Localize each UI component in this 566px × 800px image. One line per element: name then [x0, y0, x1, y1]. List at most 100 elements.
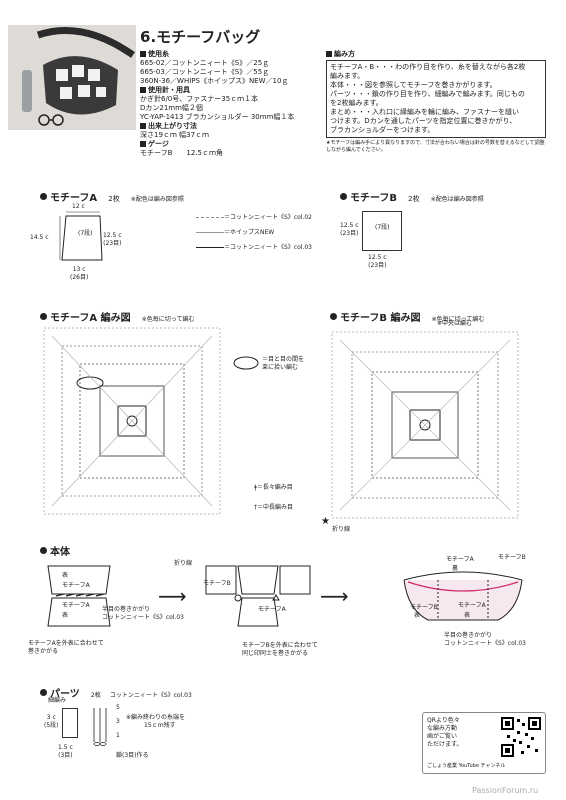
parts-header: パーツ 2枚 コットンニィート《S》col.03 [40, 682, 192, 701]
tools-heading: 使用針・用具 [148, 86, 190, 94]
parts-edge: 細編み [48, 697, 67, 704]
motif-b-shape [362, 211, 402, 251]
pattern-number: 6 [140, 28, 151, 46]
motif-a-heading: モチーフA [50, 193, 98, 204]
long-stitch-note: ǂ＝長々編み目 [254, 484, 293, 491]
method-heading: 編み方 [334, 50, 355, 58]
parts-shape [62, 708, 78, 738]
parts-count: 2枚 [90, 692, 101, 699]
legend-item: ＝コットンニィート《S》col.02 [196, 214, 312, 222]
parts-chain: 鎖(3目)作る [116, 752, 149, 759]
body-step3-diagram [403, 571, 523, 621]
bullet-icon [330, 313, 337, 320]
qr-channel: ごしょう産業 YouTube チャンネル [427, 763, 506, 769]
legend: ＝コットンニィート《S》col.02 ＝ホイップスNEW ＝コットンニィート《S… [196, 214, 312, 252]
motif-a-dim-top: 12 c [72, 203, 85, 210]
square-bullet-icon [140, 123, 146, 129]
parts-row-5: 5 [116, 704, 120, 711]
oval-note: ＝目と目の間を 束に拾い編む [262, 356, 305, 371]
motif-b-note: ※配色は編み図参照 [430, 196, 484, 203]
step2-motif-a: モチーフA [258, 606, 286, 613]
motif-a-note: ※配色は編み図参照 [130, 196, 184, 203]
legend-item: ＝コットンニィート《S》col.03 [196, 244, 312, 252]
motif-a-count: 2枚 [108, 195, 120, 203]
oval-symbol-icon [233, 356, 259, 370]
motif-a-dim-right: 12.5 c(23目) [103, 232, 122, 247]
motif-a-shape [59, 211, 103, 261]
arrow-right-icon: ⟶ [158, 584, 187, 608]
legend-item: ＝ホイップスNEW [196, 229, 312, 237]
method-line: を2枚編みます。 [330, 99, 383, 107]
step3-half-stitch: 半目の巻きかがり コットンニィート《S》col.03 [444, 632, 526, 647]
chart-b-diagram [331, 331, 519, 519]
chart-b-heading: モチーフB 編み図 [340, 313, 421, 324]
motif-a-center: (7段) [78, 230, 93, 237]
method-note: ★モチーフは編み手により異なりますので、寸法が合わない場合は針の号数を替えるなど… [326, 140, 545, 153]
arrow-right-icon: ⟶ [320, 584, 349, 608]
step3-front-left: 表 [414, 612, 421, 619]
line-swatch-icon [196, 232, 224, 233]
motif-a-dim-bottom: 13 c(26目) [70, 266, 89, 281]
body-step1-diagram [47, 565, 111, 627]
motif-b-center: (7段) [375, 224, 390, 231]
motif-b-dim-bottom: 12.5 c(23目) [368, 254, 387, 269]
chart-b-note-2: ※中央は編む [437, 320, 473, 327]
qr-block: QRより色々 な編み方動 画がご覧い ただけます。 ごしょう産業 YouTube… [422, 712, 546, 774]
chart-a-diagram [43, 327, 221, 515]
bullet-icon [40, 689, 47, 696]
method-line: まとめ・・・入れ口に縁編みを輪に編み、ファスナーを縫い [330, 108, 519, 116]
bullet-icon [40, 313, 47, 320]
body-header: 本体 [40, 540, 70, 559]
step3-motif-a-bottom: モチーフA [458, 602, 486, 609]
page-title: 6.モチーフバッグ [140, 28, 261, 46]
chart-a-note: ※色毎に切って編む [141, 316, 195, 323]
materials-block: 使用糸 665-02／コットンニィート《S》／25ｇ 665-03／コットンニィ… [140, 50, 320, 158]
parts-note: ※編み終わりの糸端を 15ｃｍ残す [126, 714, 186, 729]
motif-b-header: モチーフB 2枚 ※配色は編み図参照 [340, 186, 484, 205]
square-bullet-icon [140, 87, 146, 93]
parts-chart [93, 708, 107, 746]
method-box: モチーフA・B・・・わの作り目を作り、糸を替えながら各2枚 編みます。 本体・・… [326, 60, 546, 138]
parts-heading: パーツ [50, 689, 80, 700]
step3-back: 裏 [452, 565, 459, 572]
step1-motif-a-1: モチーフA [62, 582, 90, 589]
yarn-heading: 使用糸 [148, 50, 169, 58]
mid-stitch-note: †＝中長編み目 [254, 504, 294, 511]
body-step2-diagram [205, 565, 311, 627]
gauge-heading: ゲージ [148, 140, 169, 148]
step3-motif-b-left: モチーフB [410, 604, 438, 611]
bullet-icon [40, 547, 47, 554]
parts-yarn: コットンニィート《S》col.03 [109, 692, 192, 699]
line-swatch-icon [196, 217, 224, 218]
method-block: 編み方 モチーフA・B・・・わの作り目を作り、糸を替えながら各2枚 編みます。 … [326, 50, 546, 154]
step1-front-1: 表 [62, 572, 69, 579]
size-heading: 出来上がり寸法 [148, 122, 197, 130]
yarn-line: 665-03／コットンニィート《S》／55ｇ [140, 68, 270, 76]
motif-b-dim-left: 12.5 c(23目) [340, 222, 359, 237]
chart-a-header: モチーフA 編み図 ※色毎に切って編む [40, 306, 194, 325]
step1-motif-a-2: モチーフA [62, 602, 90, 609]
long-stitch-icon: ǂ [254, 484, 257, 491]
tool-line: Dカン21mm幅２個 [140, 104, 203, 112]
chart-b-note-1: ※色毎に切って編む [431, 316, 485, 323]
body-heading: 本体 [50, 547, 70, 558]
motif-a-header: モチーフA 2枚 ※配色は編み図参照 [40, 186, 184, 205]
step2-motif-b: モチーフB [203, 580, 231, 587]
step3-motif-a: モチーフA [446, 556, 474, 563]
motif-b-heading: モチーフB [350, 193, 398, 204]
qr-code-icon[interactable] [501, 717, 541, 757]
step3-front-bottom: 表 [464, 612, 471, 619]
step1-front-2: 表 [62, 612, 69, 619]
method-line: 本体・・・図を参照してモチーフを巻きかがります。 [330, 81, 497, 89]
square-bullet-icon [140, 51, 146, 57]
tool-line: YC-YAP-1413 ブラカンショルダー 30mm幅１本 [140, 113, 295, 121]
bullet-icon [40, 193, 47, 200]
parts-row-3: 3 [116, 718, 120, 725]
pattern-title: モチーフバッグ [156, 28, 261, 46]
fold-star-icon: ★ [321, 516, 330, 527]
motif-b-count: 2枚 [408, 195, 420, 203]
gauge-line: モチーフB 12.5ｃｍ角 [140, 149, 223, 157]
step2-note: モチーフBを外表に合わせて 同じ印同士を巻きかがる [242, 642, 318, 657]
step2-fold: 折り線 [174, 560, 193, 567]
method-line: 編みます。 [330, 72, 365, 80]
